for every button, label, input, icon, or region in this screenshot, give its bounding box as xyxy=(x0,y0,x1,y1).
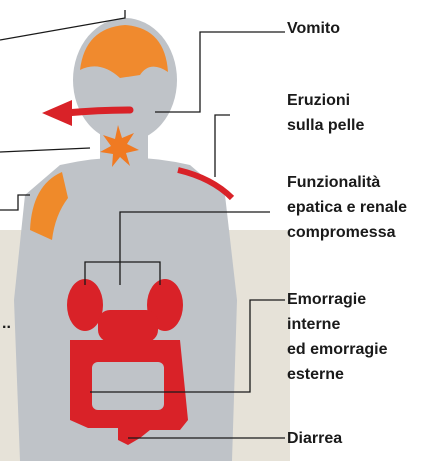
label-funzionalita-line2: epatica e renale xyxy=(287,195,407,220)
label-eruzioni: Eruzioni sulla pelle xyxy=(287,88,364,138)
label-emorragie-line4: esterne xyxy=(287,362,387,387)
intestine-inner xyxy=(92,362,164,410)
label-funzionalita: Funzionalità epatica e renale compromess… xyxy=(287,170,407,245)
label-emorragie-line2: interne xyxy=(287,312,387,337)
label-diarrea-text: Diarrea xyxy=(287,426,342,451)
label-emorragie: Emorragie interne ed emorragie esterne xyxy=(287,287,387,387)
label-funzionalita-line3: compromessa xyxy=(287,220,407,245)
label-diarrea: Diarrea xyxy=(287,426,342,451)
label-vomito: Vomito xyxy=(287,16,340,41)
label-emorragie-line1: Emorragie xyxy=(287,287,387,312)
label-eruzioni-line2: sulla pelle xyxy=(287,113,364,138)
cutoff-text: .. xyxy=(2,315,11,332)
label-emorragie-line3: ed emorragie xyxy=(287,337,387,362)
label-funzionalita-line1: Funzionalità xyxy=(287,170,407,195)
label-vomito-text: Vomito xyxy=(287,16,340,41)
label-eruzioni-line1: Eruzioni xyxy=(287,88,364,113)
